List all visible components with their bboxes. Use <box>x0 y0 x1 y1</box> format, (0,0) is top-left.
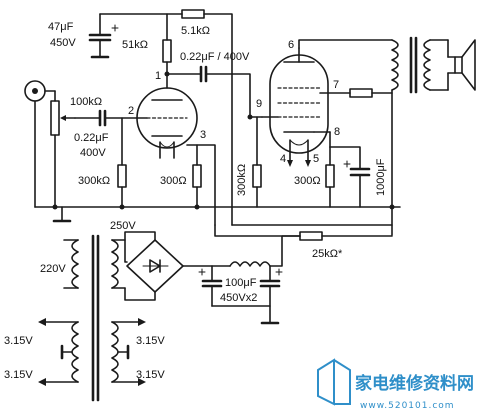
filament-arrow-5 <box>305 160 311 167</box>
interstage-cap-label: 0.22μF / 400V <box>180 51 250 63</box>
filament-arrow-4 <box>287 160 293 167</box>
filament-voltage-upper-right: 3.15V <box>136 335 165 347</box>
pin-7-label: 7 <box>333 79 339 91</box>
pin-4-label: 4 <box>280 153 286 165</box>
grid-resistor-2-label: 300kΩ <box>236 164 248 196</box>
cathode-resistor-1-label: 300Ω <box>160 175 187 187</box>
mains-voltage-220-label: 220V <box>40 263 66 275</box>
feedback-resistor-label: 25kΩ* <box>312 248 343 260</box>
volume-potentiometer <box>50 90 76 208</box>
pentode-tube <box>269 47 331 161</box>
supply-resistor-5k1 <box>181 9 233 226</box>
pin-6-label: 6 <box>288 39 294 51</box>
output-transformer <box>391 36 449 236</box>
cap-47-label: 47μF <box>48 21 74 33</box>
cathode-capacitor-1000uf <box>329 146 371 208</box>
cathode-cap-label: 1000μF <box>375 158 387 196</box>
speaker-icon <box>447 39 476 91</box>
input-cap-voltage: 400V <box>80 147 106 159</box>
pin-8-label: 8 <box>334 126 340 138</box>
grid-resistor-300k-2 <box>252 116 262 208</box>
filament-voltage-lower-right: 3.15V <box>136 369 165 381</box>
pin-1-label: 1 <box>155 70 161 82</box>
watermark-title: 家电维修资料网 <box>355 373 474 394</box>
input-coupling-capacitor <box>74 109 148 127</box>
b-plus-line-lower <box>214 224 301 237</box>
bridge-rectifier <box>124 231 213 301</box>
plate-resistor-51k <box>162 13 172 63</box>
cathode-resistor-2 <box>325 131 335 208</box>
filament-winding-right <box>111 318 146 386</box>
pin-3-label: 3 <box>200 129 206 141</box>
filter-cap-voltage: 450Vx2 <box>220 292 257 304</box>
feedback-resistor-25k <box>299 231 393 241</box>
grid-resistor-label: 300kΩ <box>78 175 110 187</box>
grid-resistor-300k <box>117 117 127 208</box>
cathode-resistor-1 <box>186 144 216 226</box>
filter-cap-label: 100μF <box>225 277 257 289</box>
capacitor-47uf <box>88 13 119 59</box>
watermark-url: www.520101.com <box>360 401 455 411</box>
triode-tube <box>136 87 198 159</box>
screen-resistor <box>319 88 393 98</box>
input-cap-label: 0.22μF <box>74 132 109 144</box>
filament-voltage-lower-left: 3.15V <box>4 369 33 381</box>
filter-capacitor-2 <box>211 265 283 325</box>
filter-capacitor-1 <box>198 265 223 307</box>
cathode-resistor-2-label: 300Ω <box>294 175 321 187</box>
input-jack <box>24 80 56 208</box>
interstage-capacitor <box>164 65 263 118</box>
pot-label: 100kΩ <box>70 96 102 108</box>
cap-47-voltage: 450V <box>50 37 76 49</box>
watermark-logo-icon <box>317 358 351 406</box>
filter-choke <box>211 235 301 267</box>
power-transformer <box>63 234 128 402</box>
pin-9-label: 9 <box>256 98 262 110</box>
pin-5-label: 5 <box>313 153 319 165</box>
pin-2-label: 2 <box>128 105 134 117</box>
filament-winding-left <box>38 318 79 386</box>
ground-symbol-main <box>52 206 72 223</box>
supply-resistor-label: 5.1kΩ <box>181 25 210 37</box>
plate-6-wire <box>298 39 393 49</box>
secondary-voltage-250-label: 250V <box>110 220 136 232</box>
plate-resistor-label: 51kΩ <box>122 39 148 51</box>
filament-voltage-upper-left: 3.15V <box>4 335 33 347</box>
